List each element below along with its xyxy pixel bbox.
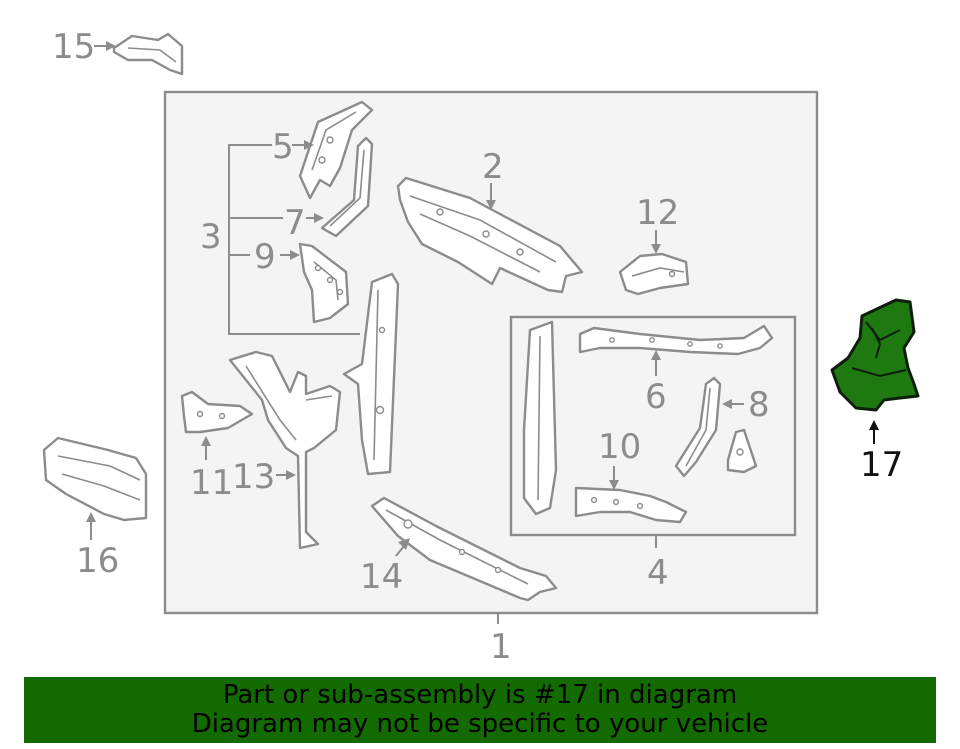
callout-16: 16 bbox=[76, 541, 119, 581]
callout-12: 12 bbox=[636, 193, 679, 233]
banner-line-1: Part or sub-assembly is #17 in diagram bbox=[222, 680, 738, 710]
callout-5: 5 bbox=[272, 127, 294, 167]
callout-4: 4 bbox=[647, 553, 669, 593]
callout-6: 6 bbox=[645, 377, 667, 417]
part-3 bbox=[342, 272, 400, 476]
callout-8: 8 bbox=[748, 385, 770, 425]
part-8 bbox=[674, 376, 758, 478]
part-9 bbox=[280, 242, 350, 324]
callout-10: 10 bbox=[598, 427, 641, 467]
part-5 bbox=[292, 100, 374, 200]
part-16 bbox=[42, 436, 148, 540]
callout-17: 17 bbox=[860, 445, 903, 485]
callout-9: 9 bbox=[254, 237, 276, 277]
part-14 bbox=[370, 496, 558, 602]
part-13 bbox=[228, 350, 342, 550]
part-4-pillar bbox=[522, 320, 558, 516]
callout-3: 3 bbox=[200, 217, 222, 257]
part-10 bbox=[574, 466, 688, 524]
part-6 bbox=[578, 324, 774, 376]
callout-2: 2 bbox=[482, 147, 504, 187]
callout-13: 13 bbox=[232, 457, 275, 497]
part-12 bbox=[618, 230, 690, 296]
callout-1: 1 bbox=[490, 627, 512, 667]
part-17-highlighted bbox=[830, 298, 920, 444]
callout-7: 7 bbox=[284, 203, 306, 243]
callout-15: 15 bbox=[52, 27, 95, 67]
part-15 bbox=[94, 32, 184, 76]
banner-line-2: Diagram may not be specific to your vehi… bbox=[191, 709, 769, 739]
group-bracket-3 bbox=[228, 144, 360, 335]
info-banner: Part or sub-assembly is #17 in diagram D… bbox=[24, 677, 936, 743]
part-11 bbox=[180, 390, 254, 460]
part-2 bbox=[396, 176, 584, 294]
callout-14: 14 bbox=[360, 557, 403, 597]
part-7 bbox=[306, 136, 374, 238]
callout-11: 11 bbox=[190, 463, 233, 503]
